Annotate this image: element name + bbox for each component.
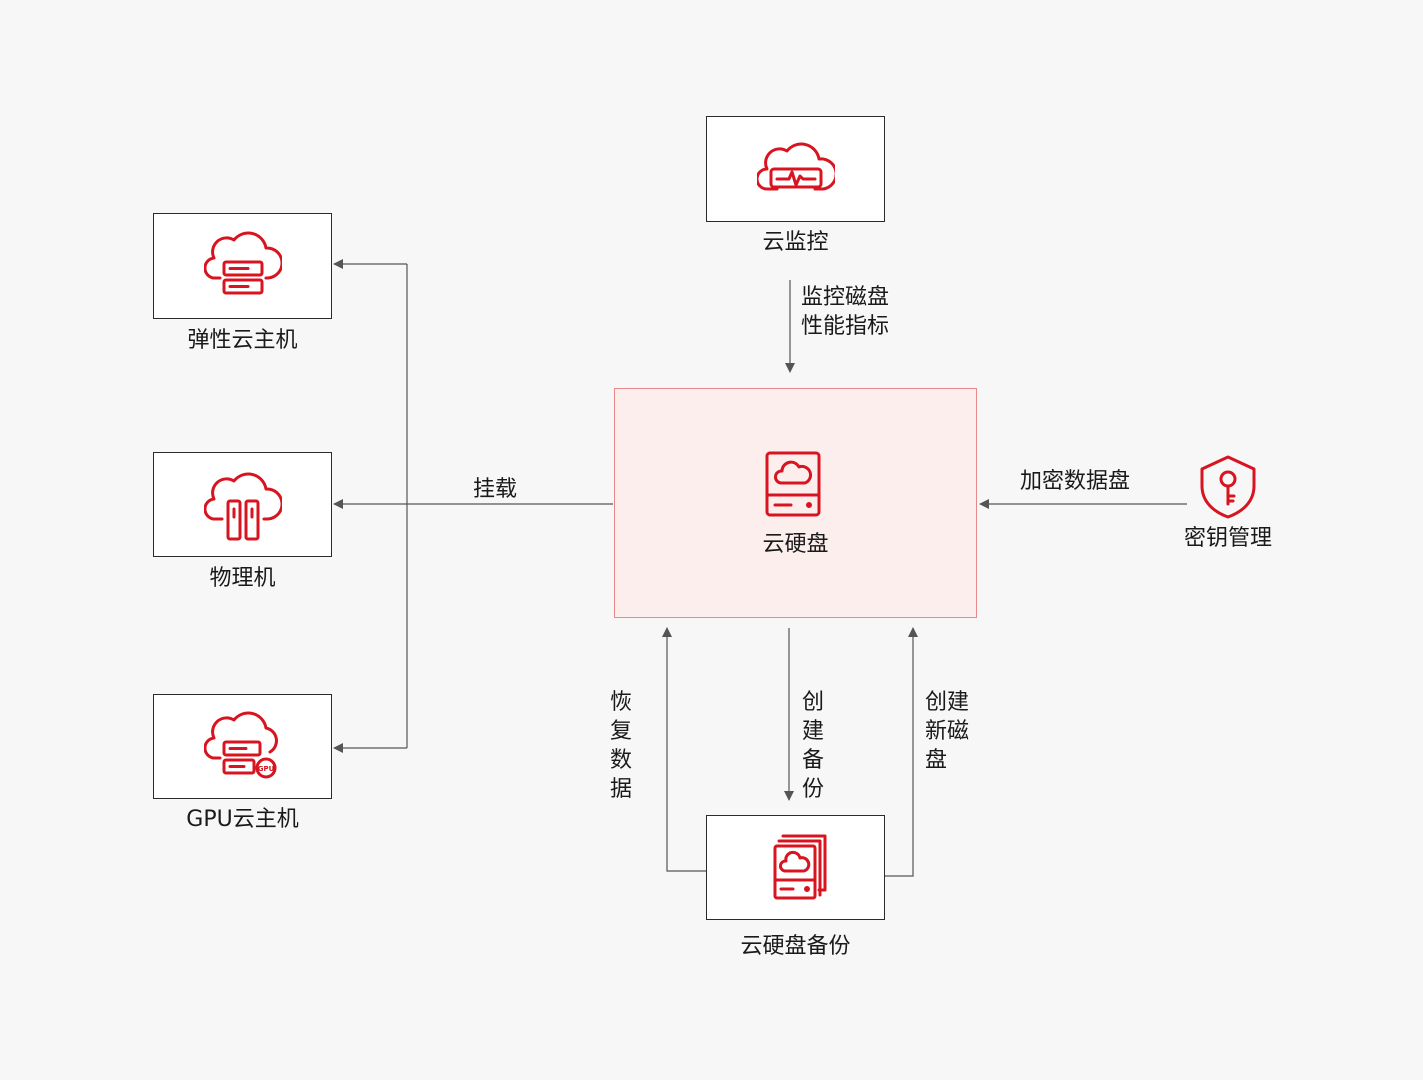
- ecs-node: [153, 213, 332, 319]
- disk-backup-icon: [773, 834, 827, 900]
- edge-restore-arrow: [662, 627, 706, 872]
- physical-label: 物理机: [209, 566, 276, 591]
- kms-label: 密钥管理: [1183, 526, 1272, 551]
- edge-encrypt-label: 加密数据盘: [1020, 469, 1131, 494]
- edge-create-disk-arrow: [885, 627, 918, 877]
- cloud-monitor-icon: [757, 142, 835, 191]
- edge-create-backup-label: 创建备份: [801, 690, 824, 802]
- gpu-node: GPU: [153, 694, 332, 799]
- evs-node: [614, 388, 977, 618]
- cloud-gpu-server-icon: GPU: [204, 711, 278, 779]
- edge-create-disk-label: 创建新磁盘: [925, 690, 970, 773]
- edge-monitor-label: 监控磁盘 性能指标: [801, 285, 890, 339]
- backup-label: 云硬盘备份: [740, 934, 851, 959]
- cloud-monitor-node: [706, 116, 885, 222]
- ecs-label: 弹性云主机: [187, 328, 298, 353]
- cloud-monitor-label: 云监控: [762, 230, 829, 255]
- cloud-physical-server-icon: [204, 472, 282, 541]
- backup-node: [706, 815, 885, 920]
- shield-key-icon: [1200, 455, 1256, 519]
- gpu-badge-text: GPU: [258, 765, 275, 773]
- edge-mount-label: 挂载: [473, 477, 518, 502]
- evs-label: 云硬盘: [762, 532, 829, 557]
- cloud-disk-icon: [765, 451, 821, 517]
- cloud-server-icon: [204, 231, 282, 295]
- edge-restore-label: 恢复数据: [609, 690, 632, 802]
- gpu-label: GPU云主机: [186, 807, 299, 832]
- physical-node: [153, 452, 332, 557]
